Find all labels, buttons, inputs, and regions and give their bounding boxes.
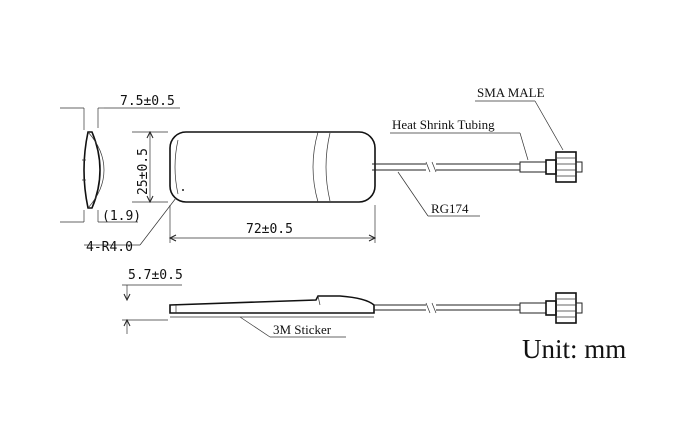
detail-dimension: (1.9) [102,209,141,224]
width-dimension-lines [132,130,168,204]
unit-note: Unit: mm [522,334,626,364]
rg174-callout: RG174 [431,201,469,216]
sticker-leader [239,316,346,338]
sma-male-callout: SMA MALE [477,85,545,100]
length-dimension: 72±0.5 [246,222,293,237]
callout-leaders [390,100,564,217]
height-dimension: 5.7±0.5 [128,268,183,283]
width-dimension: 25±0.5 [136,148,151,195]
side-view-cable [374,292,583,324]
heat-shrink-callout: Heat Shrink Tubing [392,117,495,132]
top-view-antenna-body [169,131,376,203]
top-view-cable [372,151,583,183]
length-dimension-lines [168,205,377,243]
side-view-antenna-body [169,295,375,318]
corner-radius-dimension: 4-R4.0 [86,240,133,255]
height-dimension-lines [122,284,182,334]
thickness-dimension: 7.5±0.5 [120,94,175,109]
end-view [60,107,180,223]
sticker-callout: 3M Sticker [273,322,332,337]
